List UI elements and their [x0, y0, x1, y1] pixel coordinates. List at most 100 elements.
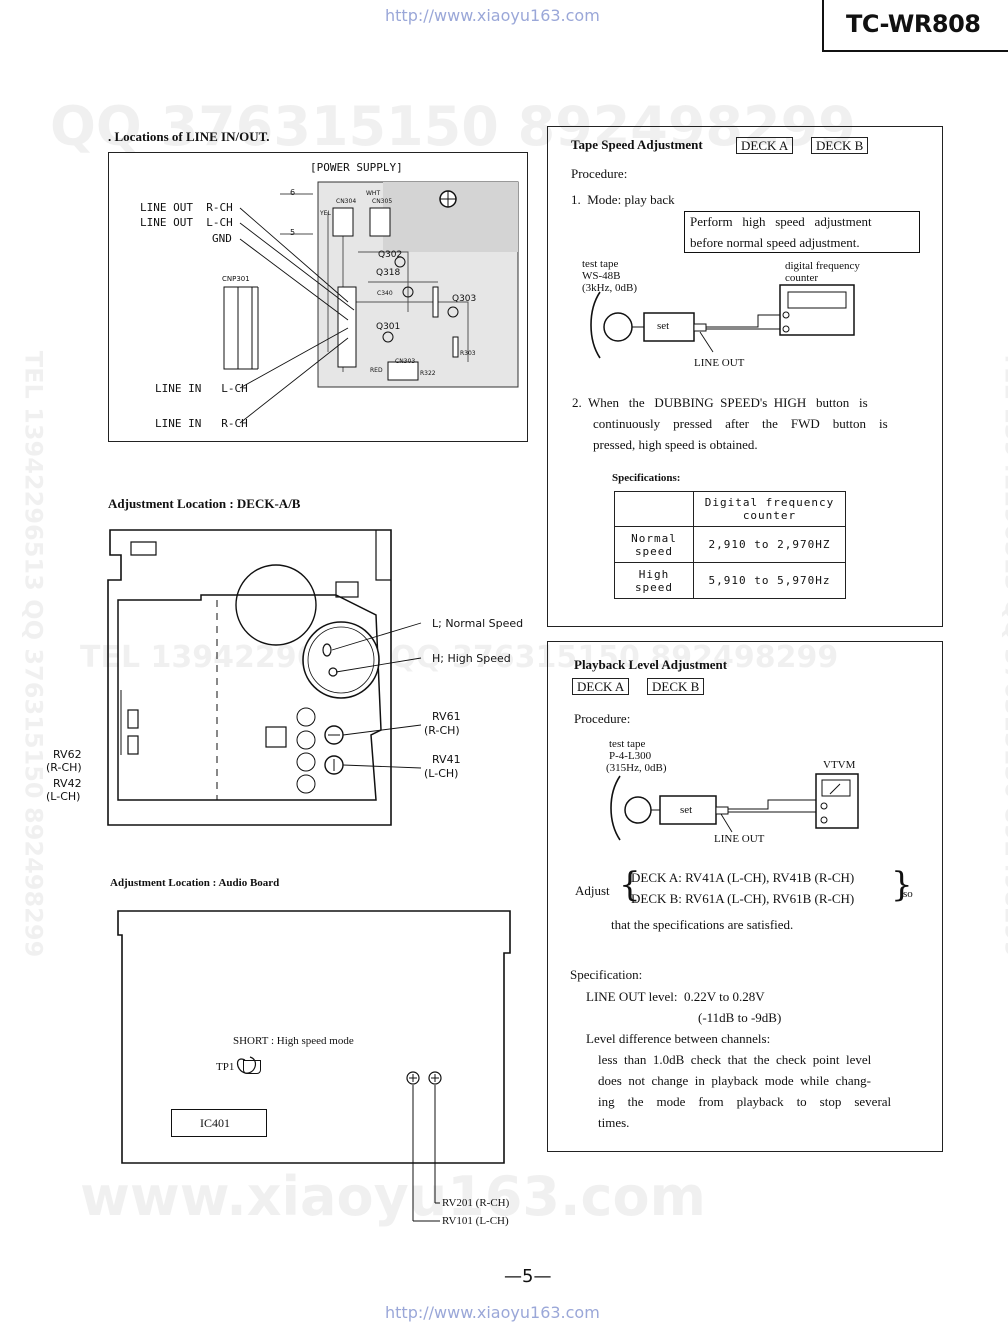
tape-speed-tape-spec: (3kHz, 0dB) — [582, 282, 637, 294]
rv62-pot — [127, 709, 139, 729]
label-rv41-ch: (L-CH) — [424, 767, 459, 780]
playback-diff-4: times. — [598, 1115, 630, 1130]
label-line-out-r: LINE OUT R-CH — [140, 201, 233, 214]
rv42-pot — [127, 735, 139, 755]
label-red: RED — [370, 367, 383, 374]
playback-tape-reel — [624, 796, 652, 824]
label-normal-speed: L; Normal Speed — [432, 617, 524, 630]
audio-board-svg — [117, 910, 511, 1222]
tape-speed-test-tape: test tape — [582, 258, 619, 270]
footer-url[interactable]: http://www.xiaoyu163.com — [385, 1303, 600, 1322]
deck-mechanism-svg — [107, 529, 422, 826]
cnp301-board — [337, 286, 357, 368]
cn304 — [332, 207, 354, 237]
playback-tape-spec: (315Hz, 0dB) — [606, 762, 667, 774]
playback-deck-a: DECK A — [572, 678, 630, 695]
tape-speed-note-box — [684, 211, 920, 253]
playback-so: so — [903, 888, 913, 900]
tape-speed-frame — [547, 126, 943, 627]
playback-vtvm: VTVM — [823, 759, 856, 771]
tape-speed-set: set — [657, 320, 670, 332]
label-c340: C340 — [377, 290, 393, 297]
playback-set-box — [659, 795, 717, 825]
playback-diff-2: does not change in playback mode while c… — [598, 1073, 871, 1088]
power-supply-label: [POWER SUPPLY] — [310, 161, 403, 174]
label-gnd: GND — [212, 232, 232, 245]
tp1-jumper[interactable] — [243, 1060, 261, 1074]
playback-adjust: Adjust — [575, 883, 610, 898]
playback-brace-right: } — [891, 865, 913, 905]
playback-procedure: Procedure: — [574, 711, 631, 726]
playback-tape-id: P-4-L300 — [609, 750, 652, 762]
line-io-title: . Locations of LINE IN/OUT. — [108, 129, 270, 144]
cn305 — [369, 207, 391, 237]
playback-spec: Specification: — [570, 967, 643, 982]
tape-speed-step1: 1. Mode: play back — [571, 192, 675, 207]
label-yel: YEL — [320, 210, 331, 217]
deck-main-plate — [117, 594, 382, 801]
spec-header-blank — [614, 491, 694, 527]
tape-speed-deck-b: DECK B — [811, 137, 869, 154]
label-rv62: RV62 — [53, 748, 82, 761]
tape-speed-note-2: before normal speed adjustment. — [690, 235, 860, 250]
label-r303: R303 — [460, 350, 476, 357]
ic401-label: IC401 — [200, 1116, 230, 1130]
spec-title: Specifications: — [612, 472, 681, 484]
tape-speed-deck-a: DECK A — [736, 137, 794, 154]
playback-title: Playback Level Adjustment — [574, 657, 728, 672]
label-high-speed: H; High Speed — [432, 652, 511, 665]
label-rv42-ch: (L-CH) — [46, 790, 81, 803]
playback-adj-b: DECK B: RV61A (L-CH), RV61B (R-CH) — [631, 891, 855, 906]
label-five: 5 — [290, 228, 296, 237]
label-rv61-ch: (R-CH) — [424, 724, 460, 737]
page-number: —5— — [504, 1266, 552, 1287]
normal-speed-screw — [322, 643, 332, 657]
watermark-site: www.xiaoyu163.com — [80, 1165, 706, 1228]
playback-set: set — [680, 804, 693, 816]
high-speed-screw — [328, 667, 338, 677]
header-url[interactable]: http://www.xiaoyu163.com — [385, 6, 600, 25]
spec-row-normal: Normal speed 2,910 to 2,970HZ — [614, 526, 846, 563]
label-line-out-l: LINE OUT L-CH — [140, 216, 233, 229]
label-rv62-ch: (R-CH) — [46, 761, 82, 774]
tape-speed-dfc-2: counter — [785, 272, 818, 284]
label-q301: Q301 — [376, 322, 401, 332]
rv101-label: RV101 (L-CH) — [442, 1215, 509, 1227]
audio-board-outline — [117, 910, 511, 1164]
deck-chassis — [107, 529, 392, 826]
label-cnp301: CNP301 — [222, 275, 250, 283]
model-title: TC-WR808 — [846, 10, 981, 38]
leader-out-l — [239, 222, 355, 311]
label-q303: Q303 — [452, 294, 477, 304]
label-r322: R322 — [420, 370, 436, 377]
deck-adj-title: Adjustment Location : DECK-A/B — [108, 496, 301, 511]
ic401-box — [171, 1109, 267, 1137]
capstan-dial — [302, 621, 380, 699]
label-cn305: CN305 — [372, 198, 393, 205]
leader-in-l — [239, 327, 349, 389]
tape-speed-step2-1: 2. When the DUBBING SPEED's HIGH button … — [572, 395, 868, 410]
label-six: 6 — [290, 188, 296, 197]
playback-line-out: LINE OUT — [714, 833, 765, 845]
label-line-in-l: LINE IN L-CH — [155, 382, 248, 395]
tape-set-box — [643, 312, 695, 342]
tape-speed-step2-2: continuously pressed after the FWD butto… — [593, 416, 888, 431]
playback-diff-3: ing the mode from playback to stop sever… — [598, 1094, 892, 1109]
tape-speed-dfc-1: digital frequency — [785, 260, 860, 272]
tape-speed-procedure: Procedure: — [571, 166, 628, 181]
short-label: SHORT : High speed mode — [233, 1035, 354, 1047]
label-wht: WHT — [366, 190, 381, 197]
model-frame — [822, 0, 1008, 52]
tape-speed-setup-svg — [590, 284, 855, 359]
spec-table: Digital frequency counter Normal speed 2… — [614, 491, 846, 599]
spec-cell-high-value: 5,910 to 5,970Hz — [693, 562, 846, 599]
line-io-board-svg — [223, 181, 519, 424]
playback-level: LINE OUT level: 0.22V to 0.28V — [586, 989, 765, 1004]
line-io-frame — [108, 152, 528, 442]
label-line-in-r: LINE IN R-CH — [155, 417, 248, 430]
watermark-vertical-left: TEL 13942296513 QQ 376315150 892498299 — [19, 350, 48, 958]
spec-cell-normal-value: 2,910 to 2,970HZ — [693, 526, 846, 563]
playback-diff-1: less than 1.0dB check that the check poi… — [598, 1052, 872, 1067]
leader-in-r — [239, 337, 349, 424]
spec-header-counter: Digital frequency counter — [693, 491, 846, 527]
